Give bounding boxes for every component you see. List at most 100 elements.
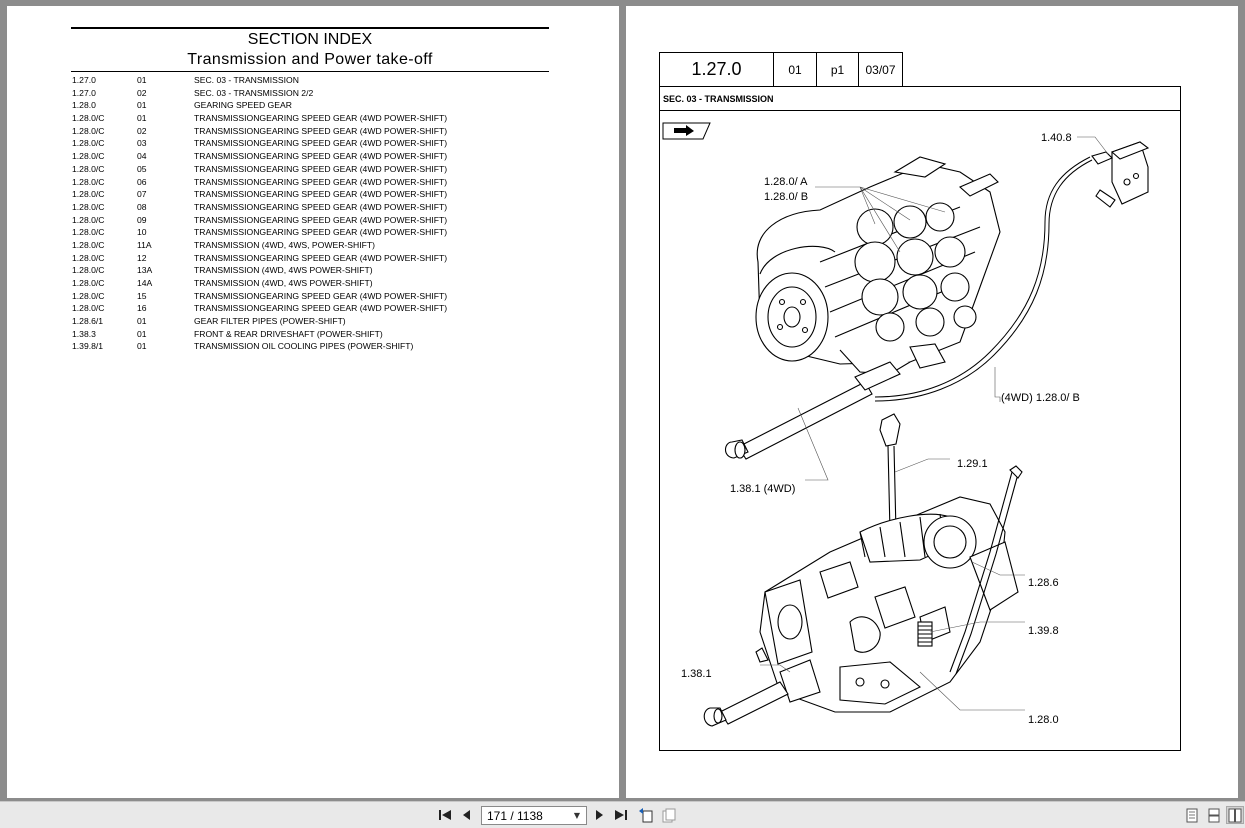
index-description: TRANSMISSION OIL COOLING PIPES (POWER-SH… <box>194 341 414 352</box>
index-subtitle: Transmission and Power take-off <box>187 51 433 68</box>
index-description: TRANSMISSIONGEARING SPEED GEAR (4WD POWE… <box>194 125 448 136</box>
index-version: 05 <box>137 163 147 174</box>
index-title: SECTION INDEX <box>247 31 373 48</box>
index-description: GEARING SPEED GEAR <box>194 100 292 111</box>
callout-1-40-8: 1.40.8 <box>1041 132 1072 144</box>
next-page-icon[interactable] <box>590 806 608 824</box>
gear-lever-illustration <box>879 413 901 533</box>
index-version: 14A <box>137 278 153 288</box>
index-description: SEC. 03 - TRANSMISSION 2/2 <box>194 87 314 98</box>
continuous-view-icon[interactable] <box>1205 806 1223 824</box>
header-version: 01 <box>774 53 817 86</box>
index-description: GEAR FILTER PIPES (POWER-SHIFT) <box>194 316 346 327</box>
rear-driveshaft-illustration <box>703 647 789 727</box>
callout-1-38-1: 1.38.1 <box>681 668 712 680</box>
header-page: p1 <box>817 53 859 86</box>
index-description: TRANSMISSIONGEARING SPEED GEAR (4WD POWE… <box>194 214 448 225</box>
index-version: 01 <box>137 75 147 85</box>
index-version: 15 <box>137 290 147 301</box>
index-ref: 1.28.0/C <box>72 176 105 187</box>
index-row: 1.39.8/1 01 TRANSMISSION OIL COOLING PIPES… <box>72 340 542 353</box>
index-description: TRANSMISSIONGEARING SPEED GEAR (4WD POWE… <box>194 290 448 301</box>
index-description: TRANSMISSIONGEARING SPEED GEAR (4WD POWE… <box>194 189 448 200</box>
index-row: 1.28.0/C 15 TRANSMISSIONGEARING SPEED GEAR… <box>72 290 542 303</box>
chevron-down-icon[interactable]: ▼ <box>573 811 581 820</box>
single-page-view-icon[interactable] <box>1183 806 1201 824</box>
document-viewport[interactable]: SECTION INDEX Transmission and Power tak… <box>0 0 1245 801</box>
index-ref: 1.28.0/C <box>72 138 105 149</box>
index-ref: 1.28.0/C <box>72 113 105 124</box>
index-version: 02 <box>137 87 147 98</box>
oil-filter-illustration <box>917 621 933 647</box>
index-version: 09 <box>137 214 147 225</box>
index-version: 01 <box>137 341 147 352</box>
drawing-header: 1.27.0 01 p1 03/07 <box>659 52 903 86</box>
index-version: 01 <box>137 316 147 327</box>
callout-1-28-6: 1.28.6 <box>1028 577 1059 589</box>
index-version: 07 <box>137 189 147 200</box>
index-description: TRANSMISSIONGEARING SPEED GEAR (4WD POWE… <box>194 227 448 238</box>
index-version: 02 <box>137 125 147 136</box>
previous-page-icon[interactable] <box>458 806 476 824</box>
callout-1-28-0: 1.28.0 <box>1028 714 1059 726</box>
callout-leaders <box>760 136 1109 711</box>
index-ref: 1.27.0 <box>72 87 96 98</box>
arrow-tag-icon <box>662 122 711 140</box>
page-number-field[interactable]: ▼ <box>481 806 587 825</box>
valve-block-illustration <box>1091 141 1150 208</box>
index-row: 1.27.0 02 SEC. 03 - TRANSMISSION 2/2 <box>72 87 542 100</box>
gearbox-upper-illustration <box>755 156 1001 375</box>
pdf-page-index: SECTION INDEX Transmission and Power tak… <box>7 6 619 798</box>
index-version: 04 <box>137 151 147 162</box>
callout-1-39-8: 1.39.8 <box>1028 625 1059 637</box>
index-version: 10 <box>137 227 147 238</box>
index-version: 01 <box>137 113 147 124</box>
index-ref: 1.28.0/C <box>72 265 105 276</box>
index-version: 11A <box>137 239 152 250</box>
index-ref: 1.39.8/1 <box>72 341 104 352</box>
index-ref: 1.28.0/C <box>72 290 105 301</box>
index-ref: 1.38.3 <box>72 328 96 339</box>
index-version: 01 <box>137 100 147 111</box>
index-ref: 1.28.0 <box>72 100 96 111</box>
index-description: TRANSMISSIONGEARING SPEED GEAR (4WD POWE… <box>194 113 448 124</box>
transmission-exploded-drawing: 1.40.8 1.28.0/ A 1.28.0/ B (4WD) 1.28.0/… <box>662 122 1150 727</box>
section-label: SEC. 03 - TRANSMISSION <box>660 87 1180 111</box>
back-view-icon[interactable] <box>637 806 655 824</box>
index-ref: 1.28.0/C <box>72 163 105 174</box>
transmission-lower-illustration <box>759 496 1019 713</box>
index-ref: 1.28.0/C <box>72 278 105 288</box>
index-ref: 1.28.0/C <box>72 239 105 250</box>
last-page-icon[interactable] <box>612 806 630 824</box>
cooling-pipe-illustration <box>874 156 1093 402</box>
index-version: 06 <box>137 176 147 187</box>
callout-1-28-0-b: 1.28.0/ B <box>764 191 808 203</box>
index-description: TRANSMISSIONGEARING SPEED GEAR (4WD POWE… <box>194 163 448 174</box>
index-description: TRANSMISSION (4WD, 4WS POWER-SHIFT) <box>194 265 373 276</box>
index-description: TRANSMISSION (4WD, 4WS POWER-SHIFT) <box>194 278 373 288</box>
page-number-input[interactable] <box>482 807 570 824</box>
facing-pages-view-icon[interactable] <box>1226 806 1244 824</box>
forward-view-icon[interactable] <box>660 806 678 824</box>
index-row: 1.28.0/C 14A TRANSMISSION (4WD, 4WS POWER-… <box>72 277 542 290</box>
index-description: TRANSMISSIONGEARING SPEED GEAR (4WD POWE… <box>194 138 448 149</box>
index-row: 1.28.0/C 13A TRANSMISSION (4WD, 4WS POWER-… <box>72 264 542 277</box>
front-driveshaft-illustration <box>724 361 901 460</box>
index-description: TRANSMISSIONGEARING SPEED GEAR (4WD POWE… <box>194 201 448 212</box>
index-row: 1.28.0 01 GEARING SPEED GEAR <box>72 99 542 112</box>
pdf-page-drawing: 1.27.0 01 p1 03/07 SEC. 03 - TRANSMISSIO… <box>626 6 1238 798</box>
header-reference: 1.27.0 <box>660 53 774 86</box>
index-version: 13A <box>137 265 153 276</box>
first-page-icon[interactable] <box>436 806 454 824</box>
